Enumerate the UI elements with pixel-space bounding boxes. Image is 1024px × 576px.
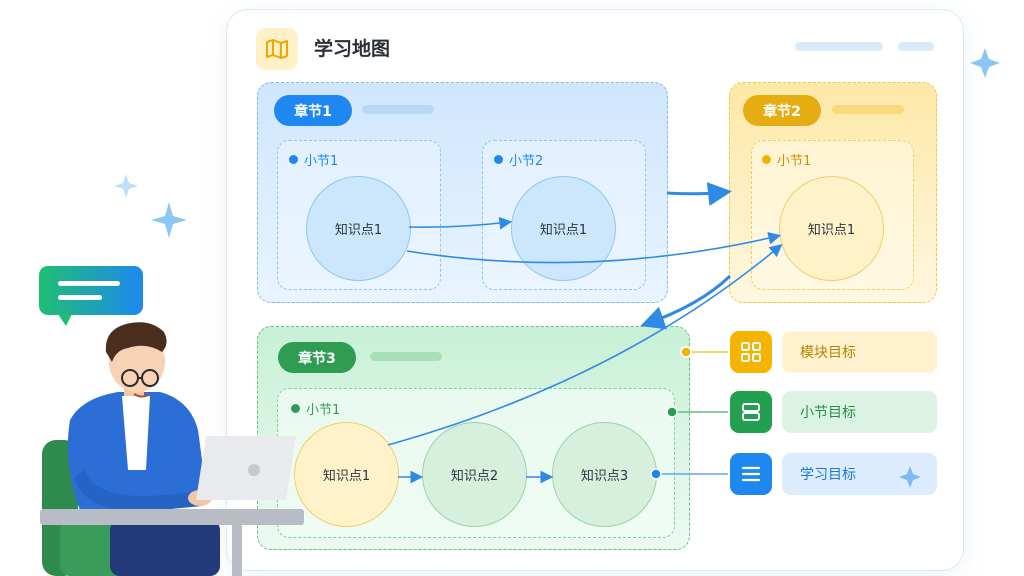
section-label-text: 小节1 [306, 403, 341, 418]
section-label: 小节1 [291, 399, 340, 418]
section-label-text: 小节1 [304, 154, 339, 169]
section-dot [494, 155, 503, 164]
section-label-text: 小节2 [509, 154, 544, 169]
map-icon [256, 28, 298, 70]
section-label: 小节1 [289, 150, 338, 169]
sparkle-icon [970, 48, 1000, 78]
grid-icon [730, 331, 772, 373]
stack-icon [730, 391, 772, 433]
knowledge-node[interactable]: 知识点1 [294, 422, 399, 527]
desk [40, 509, 304, 576]
sparkle-icon [114, 174, 138, 198]
section-label: 小节2 [494, 150, 543, 169]
section-dot [762, 155, 771, 164]
person-illustration [42, 322, 220, 576]
list-icon [730, 453, 772, 495]
knowledge-node[interactable]: 知识点1 [779, 176, 884, 281]
legend-module-goal[interactable]: 模块目标 [782, 331, 937, 373]
chapter-1-placeholder-bar [362, 105, 434, 114]
page-title: 学习地图 [314, 38, 391, 60]
section-dot [289, 155, 298, 164]
header-placeholder-bar [898, 42, 934, 51]
chapter-3-label: 章节3 [278, 342, 356, 373]
header-placeholder-bar [795, 42, 883, 51]
chapter-1-label: 章节1 [274, 95, 352, 126]
legend-section-goal[interactable]: 小节目标 [782, 391, 937, 433]
chapter-2-placeholder-bar [832, 105, 904, 114]
section-label-text: 小节1 [777, 154, 812, 169]
chapter-2-label: 章节2 [743, 95, 821, 126]
section-label: 小节1 [762, 150, 811, 169]
sparkle-icon [151, 202, 187, 238]
section-dot [291, 404, 300, 413]
chat-bubble-icon [39, 266, 143, 326]
laptop-icon [196, 436, 296, 500]
